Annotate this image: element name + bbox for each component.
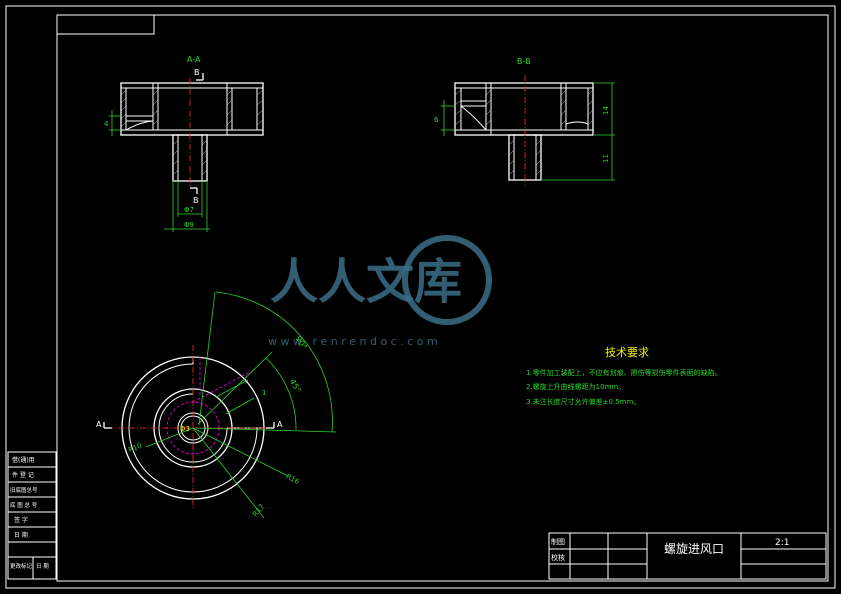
dim-plan-45: 45° — [288, 378, 303, 395]
tech-item-1: 1.零件加工装配上，不应有划痕、擦伤等损伤零件表面的缺陷。 — [526, 368, 722, 377]
side-cell-3: 旧底图总号 — [10, 486, 38, 494]
section-bb-view: B-B — [434, 57, 615, 186]
scale-value: 2:1 — [775, 538, 789, 548]
side-cell-4: 底 图 总 号 — [10, 501, 38, 509]
side-cell-5: 签 字 — [14, 516, 28, 524]
tech-requirements: 技术要求 1.零件加工装配上，不应有划痕、擦伤等损伤零件表面的缺陷。 2.螺旋上… — [526, 346, 722, 406]
section-aa-view: A-A B — [104, 55, 264, 232]
cut-letter-a-right: A — [277, 420, 283, 429]
side-cell-7: 更改标记 — [10, 562, 33, 570]
dim-plan-r10: R10 — [127, 442, 143, 455]
section-aa-label: A-A — [187, 55, 201, 64]
dim-plan-d3: Φ3 — [180, 425, 190, 433]
watermark-text: 人人文库 — [270, 254, 462, 310]
dim-plan-r16: R16 — [285, 473, 301, 487]
title-checked-label: 校核 — [551, 553, 565, 562]
side-record-table: 借(通)用 件 登 记 旧底图总号 底 图 总 号 签 字 日 期 更改标记 日… — [7, 451, 57, 580]
watermark: 人人文库 w w w . r e n r e n d o c . c o m — [268, 235, 492, 348]
dim-plan-1: 1 — [262, 389, 266, 397]
cut-letter-b-top: B — [194, 68, 200, 77]
dim-bb-14: 14 — [602, 106, 610, 115]
title-drawn-label: 制图 — [551, 537, 565, 546]
cut-letter-b-bottom: B — [193, 196, 199, 205]
tech-title: 技术要求 — [605, 346, 649, 359]
dim-aa-d7: Φ7 — [184, 206, 194, 214]
side-cell-1: 借(通)用 — [12, 456, 35, 464]
sheet-frame — [5, 5, 836, 589]
tech-item-2: 2.螺旋上升曲线螺距为10mm。 — [526, 382, 625, 391]
dim-aa-4: 4 — [104, 120, 109, 128]
section-bb-label: B-B — [517, 57, 531, 66]
tech-item-3: 3.未注长度尺寸允许偏差±0.5mm。 — [526, 397, 640, 406]
side-cell-6: 日 期 — [14, 531, 28, 539]
dim-bb-11: 11 — [602, 154, 610, 163]
dim-aa-d9: Φ9 — [184, 221, 194, 229]
cut-letter-a-left: A — [96, 420, 102, 429]
side-cell-2: 件 登 记 — [12, 471, 34, 479]
dim-bb-6: 6 — [434, 116, 439, 124]
title-block: 制图 校核 螺旋进风口 2:1 — [548, 532, 827, 580]
part-name: 螺旋进风口 — [664, 542, 724, 556]
side-cell-8: 日 期 — [36, 563, 49, 570]
watermark-url: w w w . r e n r e n d o c . c o m — [268, 335, 438, 348]
plan-view: A A 90° 45° R16 R17 R10 Φ3 1 — [96, 291, 337, 518]
